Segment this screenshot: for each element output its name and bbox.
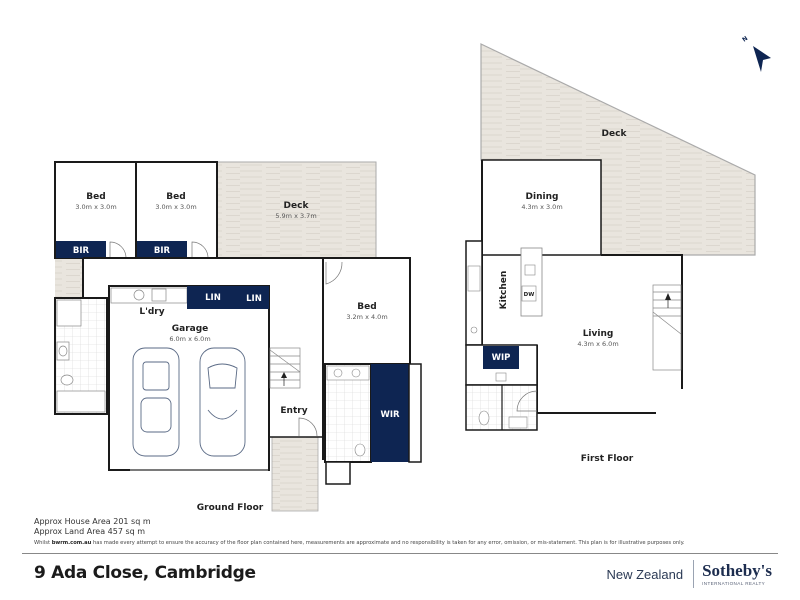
area-summary: Approx House Area 201 sq m Approx Land A…: [34, 517, 151, 537]
disclaimer: Whilst bwrm.com.au has made every attemp…: [34, 540, 685, 546]
garage-room: [108, 285, 270, 471]
ground-deck-area: [216, 161, 377, 259]
shower-small: [325, 461, 351, 485]
deck-dim: 5.9m x 3.7m: [275, 212, 316, 220]
first-floor-label: First Floor: [581, 454, 634, 464]
bed2-dim: 3.0m x 3.0m: [155, 203, 196, 211]
bathtub: [56, 390, 106, 413]
living-dim: 4.3m x 6.0m: [577, 340, 618, 348]
first-deck-label: Deck: [602, 129, 628, 139]
disclaimer-text: has made every attempt to ensure the acc…: [91, 540, 685, 546]
brand-name: Sotheby's: [702, 561, 772, 580]
cooktop: [467, 265, 481, 292]
disclaimer-prefix: Whilst: [34, 540, 52, 546]
north-arrow-icon: [753, 46, 771, 72]
bed1-label: Bed: [86, 192, 105, 202]
toilet: [60, 374, 74, 386]
divider-top: [22, 553, 778, 554]
laundry-label: L'dry: [139, 307, 164, 317]
lin2: [240, 286, 269, 309]
dw-label: DW: [524, 292, 535, 298]
basin-vanity: [508, 416, 528, 429]
car-icon: [132, 347, 180, 457]
entry-door-swing: [298, 417, 318, 437]
bir1-label: BIR: [73, 246, 90, 256]
wip-sink: [495, 372, 507, 382]
kitchen-label: Kitchen: [499, 271, 509, 310]
vanity: [56, 341, 70, 361]
washing-machine: [133, 289, 145, 301]
dining-dim: 4.3m x 3.0m: [521, 203, 562, 211]
ground-floor: [54, 161, 422, 512]
brand-region: New Zealand: [606, 566, 684, 582]
bed3-label: Bed: [357, 302, 376, 312]
vanity-double: [326, 365, 370, 381]
door-swing: [516, 390, 538, 412]
laundry-sink: [151, 288, 167, 302]
wir: [371, 364, 409, 462]
brand-subtitle: INTERNATIONAL REALTY: [702, 581, 766, 586]
entry-label: Entry: [280, 406, 307, 416]
door-swing: [325, 261, 343, 285]
laundry-bench: [110, 287, 188, 304]
wip-label: WIP: [492, 353, 511, 363]
ground-floor-label: Ground Floor: [197, 503, 264, 513]
compass-label: N: [741, 35, 749, 44]
wip: [483, 346, 519, 369]
car-icon: [199, 347, 246, 457]
disclaimer-brand: bwrm.com.au: [51, 540, 92, 546]
compass: N: [741, 35, 771, 72]
bir2-label: BIR: [154, 246, 171, 256]
kitchen-wall: [465, 240, 483, 346]
toilet: [354, 443, 366, 457]
brand-stack: Sotheby's INTERNATIONAL REALTY: [702, 562, 772, 586]
bir1: [56, 241, 106, 258]
kitchen-island: [520, 247, 543, 317]
bed3-dim: 3.2m x 4.0m: [346, 313, 387, 321]
land-area: Approx Land Area 457 sq m: [34, 527, 146, 536]
wir-label: WIR: [380, 410, 400, 420]
garage-label: Garage: [172, 324, 209, 334]
wir-wall: [408, 363, 422, 463]
living-fill: [538, 256, 681, 412]
bed1-dim: 3.0m x 3.0m: [75, 203, 116, 211]
lin1: [187, 286, 240, 309]
dining-room: [481, 159, 602, 256]
dishwasher: [521, 285, 537, 302]
lin1-label: LIN: [205, 293, 221, 303]
lin2-label: LIN: [246, 294, 262, 304]
door-swing: [191, 241, 209, 259]
brand-divider: [693, 560, 695, 588]
garage-dim: 6.0m x 6.0m: [169, 335, 210, 343]
dining-label: Dining: [526, 192, 559, 202]
deck-label: Deck: [284, 201, 310, 211]
property-address: 9 Ada Close, Cambridge: [34, 563, 256, 583]
oven: [470, 326, 478, 334]
brand-logo: New Zealand Sotheby's INTERNATIONAL REAL…: [606, 560, 772, 588]
basin: [333, 368, 343, 378]
first-floor: [465, 43, 756, 431]
living-label: Living: [583, 329, 614, 339]
side-deck-strip: [55, 258, 83, 298]
bir2: [137, 241, 187, 258]
entry-porch: [271, 436, 319, 512]
bed2-label: Bed: [166, 192, 185, 202]
staircase: [652, 284, 682, 371]
toilet: [478, 410, 490, 426]
house-area: Approx House Area 201 sq m: [34, 517, 151, 526]
island-sink: [524, 264, 536, 276]
shower: [56, 299, 82, 327]
door-swing: [109, 241, 127, 259]
basin: [351, 368, 361, 378]
basin: [58, 345, 68, 357]
staircase: [269, 347, 301, 389]
